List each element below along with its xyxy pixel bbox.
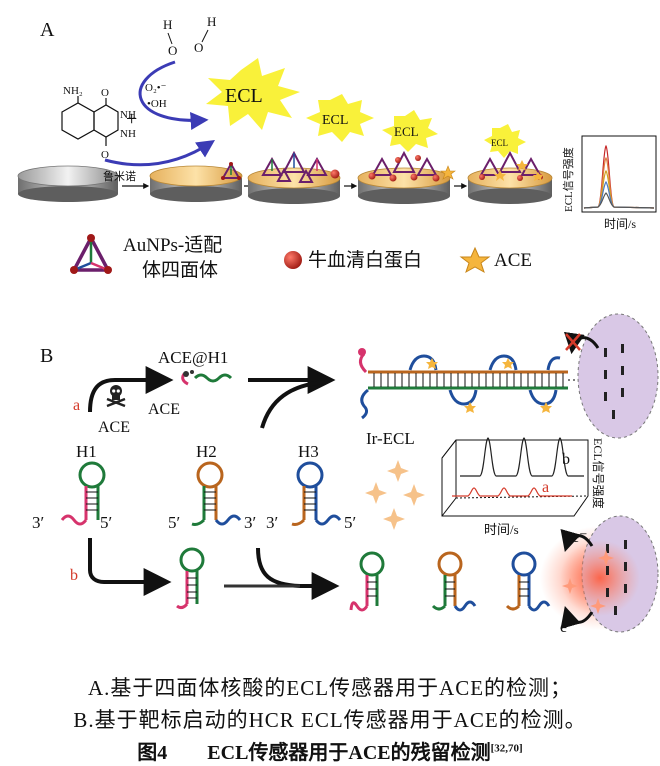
nh-label: NH	[120, 109, 136, 121]
ace-h1-label: ACE@H1	[158, 348, 228, 367]
plus-sign: +	[126, 108, 137, 130]
path-a-arrow	[88, 366, 174, 413]
figure-title: 图4 ECL传感器用于ACE的残留检测[32,70]	[0, 736, 660, 765]
ir-ecl-label: Ir-ECL	[366, 429, 415, 448]
graph-b-series-a: a	[542, 479, 549, 496]
h2o2-h-label: H	[163, 17, 172, 32]
hcr-curve-arrow	[260, 380, 326, 429]
graph-b-ylabel: ECL信号强度	[591, 438, 606, 509]
hairpin-h3	[291, 461, 342, 526]
svg-text:ECL: ECL	[491, 138, 508, 148]
legend-tetra-line2: 体四面体	[142, 259, 218, 281]
tetrahedra-cluster	[261, 150, 328, 183]
caption-line-a: A.基于四面体核酸的ECL传感器用于ACE的检测；	[87, 676, 573, 700]
svg-text:ECL: ECL	[394, 124, 419, 139]
electrode-disk-tetrahedra	[247, 167, 341, 204]
ace-star-icon	[440, 165, 456, 180]
electron-arrow-top	[560, 528, 594, 553]
legend-ace: ACE	[459, 246, 532, 274]
amine-label: NH₂	[63, 85, 83, 97]
ecl-graph-a: ECL信号强度 时间/s	[561, 135, 657, 231]
tetrahedra-bsa-cluster	[368, 150, 440, 182]
graph-b-xlabel: 时间/s	[484, 522, 519, 537]
ecl-burst-medium: ECL	[306, 94, 374, 142]
electron-bottom-label: e⁻	[560, 619, 576, 636]
h2-5prime: 5′	[168, 513, 180, 532]
ecl-burst-large: ECL	[206, 58, 300, 130]
figure-title-text: 图4 ECL传感器用于ACE的残留检测	[137, 742, 491, 764]
luminol-curve-arrow	[104, 140, 215, 167]
hairpin-h2	[191, 461, 242, 526]
h3-5prime: 5′	[344, 513, 356, 532]
reaction-curve-arrow	[138, 60, 209, 130]
hcr-duplex-polymer	[358, 348, 582, 420]
h2-label: H2	[196, 442, 217, 461]
h2o2-o-label: O	[168, 43, 177, 58]
tetrahedra-ace-cluster	[479, 150, 543, 181]
h2-3prime: 3′	[244, 513, 256, 532]
carbonyl-o-bottom: O	[101, 149, 109, 161]
luminol-structure	[61, 96, 119, 146]
tetrahedron-icon	[221, 161, 241, 180]
panel-a-label: A	[40, 19, 55, 41]
path-a-label: a	[73, 397, 80, 414]
skull-icon	[106, 385, 126, 408]
h2o2-o-label: O	[194, 40, 203, 55]
ecl-sensor-figure: A H O H O O₂•⁻ •OH NH₂ O NH NH O + 鲁米诺	[17, 14, 660, 636]
blocked-x-icon	[565, 333, 581, 351]
h2o2-molecule: H O H O	[163, 14, 216, 58]
legend-bsa-label: 牛血清白蛋白	[308, 249, 422, 271]
svg-text:ECL: ECL	[225, 85, 263, 107]
ecl-burst-small: ECL	[382, 110, 438, 152]
legend-ace-label: ACE	[494, 250, 532, 271]
graph-b-series-b: b	[562, 451, 570, 468]
h1-label: H1	[76, 442, 97, 461]
bsa-icon	[330, 169, 340, 179]
electron-top-label: e⁻	[572, 529, 588, 546]
ace-label: ACE	[98, 419, 130, 436]
electrode-disk-bsa	[357, 167, 451, 204]
h3-label: H3	[298, 442, 319, 461]
legend-tetrahedron: AuNPs-适配 体四面体	[70, 234, 222, 281]
caption-line-b: B.基于靶标启动的HCR ECL传感器用于ACE的检测。	[73, 708, 587, 732]
h3-3prime: 3′	[266, 513, 278, 532]
carbonyl-o-top: O	[101, 87, 109, 99]
superoxide-radical: O₂•⁻	[145, 82, 167, 94]
path-b-arrow	[88, 538, 172, 596]
ace-label: ACE	[148, 401, 180, 418]
hcr-blocked-arrow	[256, 547, 340, 600]
electrode-disk-ace	[467, 167, 553, 204]
luminol-step-label: 鲁米诺	[103, 169, 136, 183]
h2o2-h-label: H	[207, 14, 216, 29]
ir-ecl-stars	[365, 460, 425, 530]
free-hairpin-h3	[505, 551, 551, 612]
h1-3prime: 3′	[32, 513, 44, 532]
legend-tetra-line1: AuNPs-适配	[123, 234, 222, 256]
free-hairpin-h2	[431, 551, 477, 612]
electrode-top	[577, 313, 659, 439]
electron-arrow-bottom	[560, 605, 594, 630]
hydroxyl-radical: •OH	[147, 98, 167, 110]
nh-label: NH	[120, 128, 136, 140]
legend-bsa: 牛血清白蛋白	[284, 249, 422, 271]
panel-b-label: B	[40, 345, 53, 367]
graph-a-xlabel: 时间/s	[604, 217, 636, 231]
electrode-disk-luminol	[149, 165, 243, 202]
hairpin-h1	[60, 461, 106, 526]
graph-a-ylabel: ECL信号强度	[561, 147, 575, 212]
electrode-disk-bare	[17, 165, 119, 202]
svg-text:ECL: ECL	[322, 113, 348, 128]
electrode-bottom	[540, 515, 660, 633]
figure-reference: [32,70]	[490, 742, 523, 755]
hairpin-h1-free	[176, 547, 205, 610]
ecl-graph-b: b a ECL信号强度 时间/s	[441, 437, 606, 537]
ace-h1-complex	[181, 370, 233, 386]
h1-5prime: 5′	[100, 513, 112, 532]
free-hairpin-h1	[349, 551, 385, 612]
blocked-electron-arrow	[563, 331, 600, 355]
ecl-burst-tiny: ECL	[484, 124, 526, 158]
path-b-label: b	[70, 567, 78, 584]
